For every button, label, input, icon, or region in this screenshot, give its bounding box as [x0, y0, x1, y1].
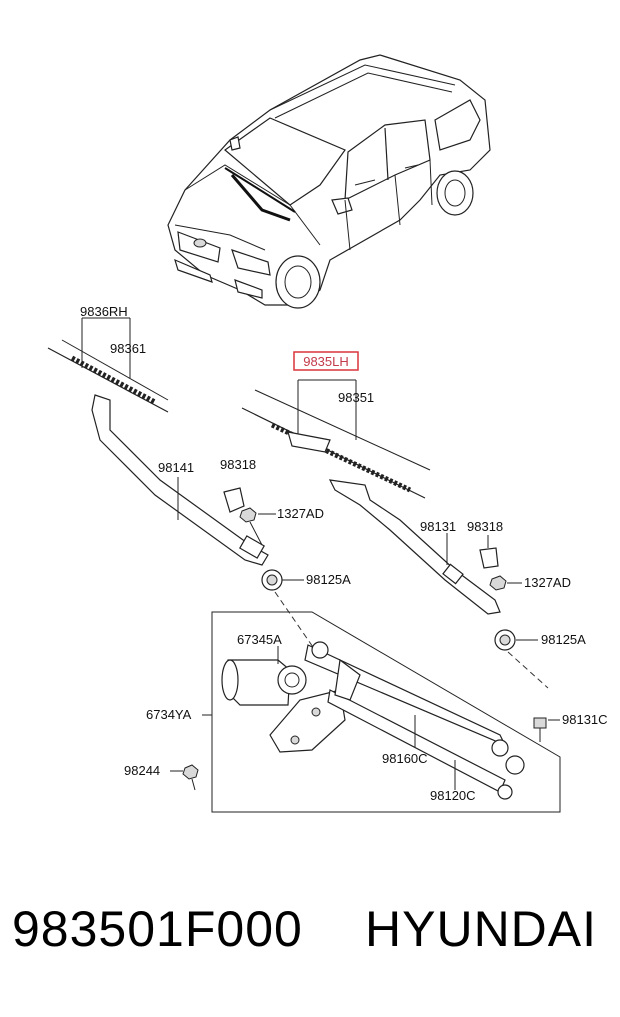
highlighted-part-label-box: [293, 351, 359, 371]
label-98361: 98361: [110, 341, 146, 356]
rh-wiper-blade-group: [47, 317, 316, 651]
label-98125a-right: 98125A: [541, 632, 586, 647]
lh-wiper-blade-group: 9835LH: [241, 351, 549, 689]
label-6734ya: 6734YA: [146, 707, 192, 722]
brand-name: HYUNDAI: [365, 901, 598, 957]
label-98131: 98131: [420, 519, 456, 534]
label-98318-right: 98318: [467, 519, 503, 534]
label-98120c: 98120C: [430, 788, 476, 803]
label-1327ad-left: 1327AD: [277, 506, 324, 521]
label-98131c: 98131C: [562, 712, 608, 727]
label-9836rh: 9836RH: [80, 304, 128, 319]
label-1327ad-right: 1327AD: [524, 575, 571, 590]
wiper-linkage-assembly: [170, 611, 561, 813]
label-98125a-left: 98125A: [306, 572, 351, 587]
label-98351: 98351: [338, 390, 374, 405]
part-number: 983501F000: [12, 901, 303, 957]
label-98244: 98244: [124, 763, 160, 778]
label-98318-left: 98318: [220, 457, 256, 472]
label-98141: 98141: [158, 460, 194, 475]
footer: 983501F000 HYUNDAI: [0, 900, 620, 980]
wiper-parts-diagram: 9835LH: [47, 54, 608, 813]
highlighted-part-label: 9835LH: [303, 354, 349, 369]
vehicle-illustration: [167, 54, 491, 309]
label-67345a: 67345A: [237, 632, 282, 647]
part-labels: 9836RH 98361 98351 98141 98318 1327AD 98…: [80, 304, 608, 803]
label-98160c: 98160C: [382, 751, 428, 766]
